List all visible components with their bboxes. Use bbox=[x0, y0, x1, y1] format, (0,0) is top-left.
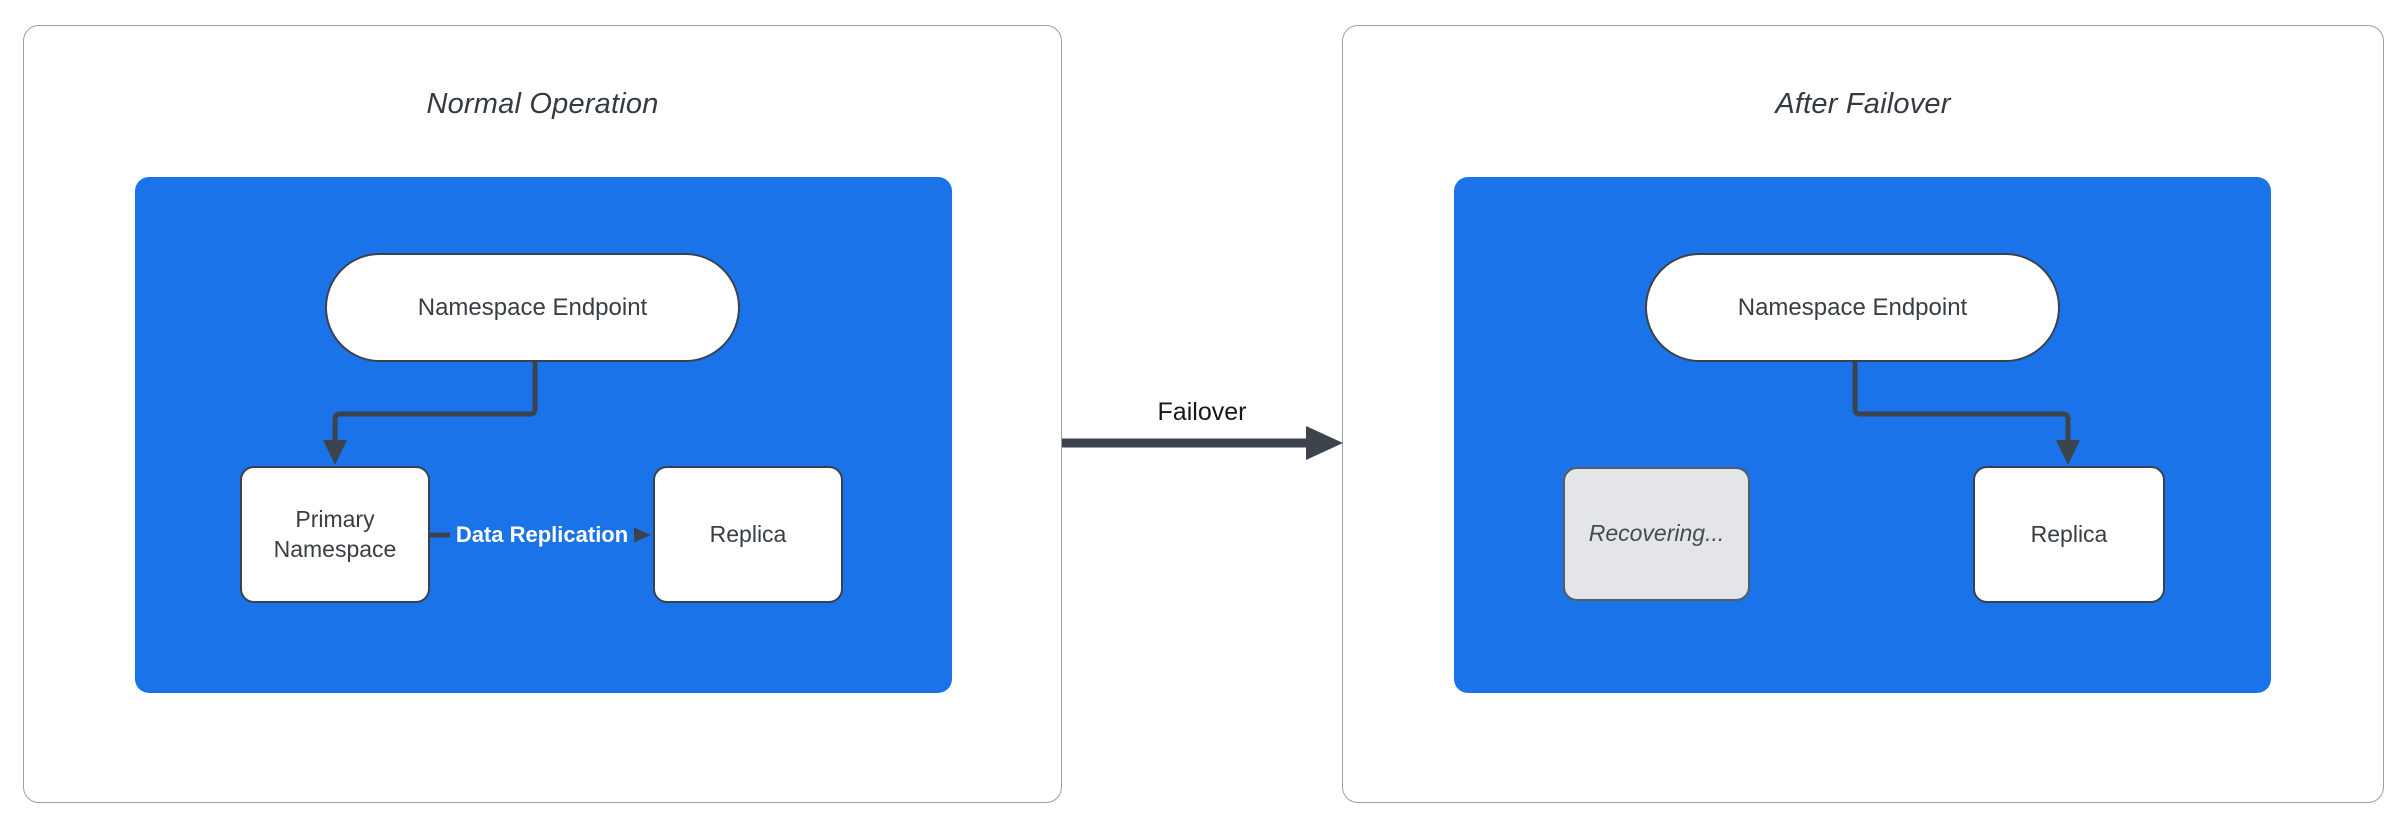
panel-title-normal-operation: Normal Operation bbox=[426, 88, 659, 120]
data-replication-label: Data Replication bbox=[449, 520, 635, 550]
data-replication-label-wrap: Data Replication bbox=[431, 518, 653, 552]
failover-label: Failover bbox=[1157, 398, 1247, 426]
node-replica-failover: Replica bbox=[1973, 466, 2165, 603]
node-label: Namespace Endpoint bbox=[1737, 293, 1968, 321]
node-label: Replica bbox=[2030, 520, 2108, 547]
arrowhead-failover bbox=[1306, 426, 1343, 460]
node-label: Replica bbox=[709, 520, 787, 547]
node-namespace-endpoint-failover: Namespace Endpoint bbox=[1645, 253, 2060, 362]
panel-title-after-failover: After Failover bbox=[1775, 88, 1951, 120]
node-label: Namespace Endpoint bbox=[417, 293, 648, 321]
node-replica-normal: Replica bbox=[653, 466, 843, 603]
node-label: Recovering... bbox=[1588, 520, 1725, 547]
node-primary-namespace: Primary Namespace bbox=[240, 466, 430, 603]
node-namespace-endpoint-normal: Namespace Endpoint bbox=[325, 253, 740, 362]
node-recovering: Recovering... bbox=[1563, 467, 1750, 601]
node-label: Primary Namespace bbox=[273, 505, 397, 562]
